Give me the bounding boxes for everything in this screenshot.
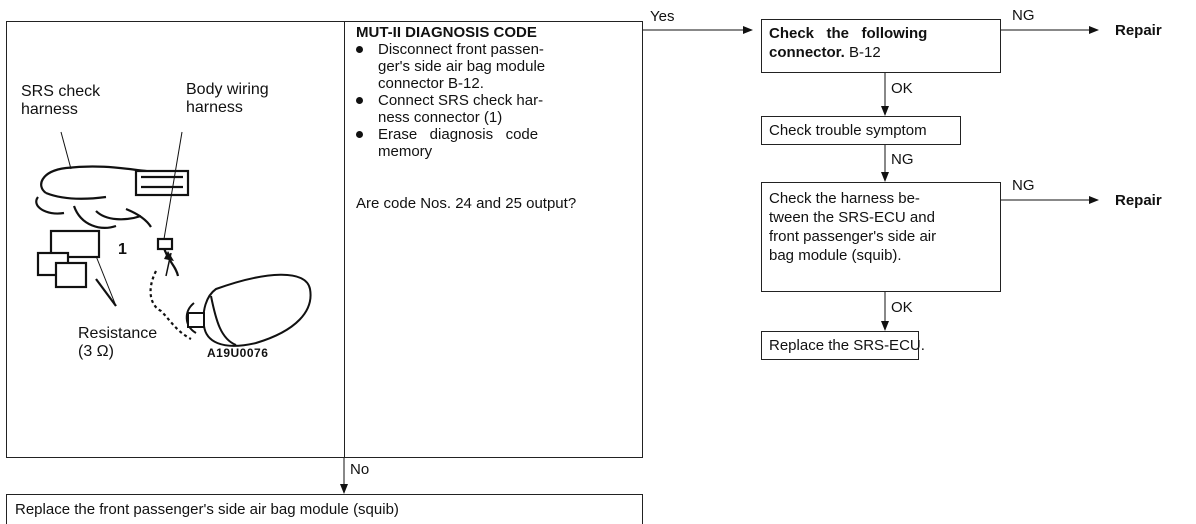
ng-label-3: NG — [1012, 177, 1035, 194]
diagnosis-title: MUT-II DIAGNOSIS CODE — [356, 24, 537, 41]
check-connector-box — [761, 19, 1001, 73]
ng-label-1: NG — [1012, 7, 1035, 24]
ok-label-2: OK — [891, 299, 913, 316]
trouble-symptom-text: Check trouble symptom — [769, 122, 927, 139]
diagnosis-panel — [6, 21, 643, 458]
replace-module-text: Replace the front passenger's side air b… — [15, 501, 399, 518]
connector-number-label: 1 — [118, 241, 127, 258]
ng-label-2: NG — [891, 151, 914, 168]
diagnosis-step: Disconnect front passen- ger's side air … — [351, 41, 545, 92]
check-harness-box — [761, 182, 1001, 292]
no-label: No — [350, 461, 370, 478]
replace-ecu-box — [761, 331, 919, 360]
diagnosis-question: Are code Nos. 24 and 25 output? — [356, 195, 577, 212]
panel-divider — [344, 21, 345, 458]
check-harness-text: Check the harness be- tween the SRS-ECU … — [769, 190, 937, 264]
repair-label-1: Repair — [1115, 22, 1162, 39]
resistance-label: Resistance (3 Ω) — [78, 325, 158, 360]
repair-label-2: Repair — [1115, 192, 1162, 209]
diagnosis-step: Connect SRS check har- ness connector (1… — [351, 92, 545, 126]
harness-illustration — [35, 131, 312, 347]
ok-label-1: OK — [891, 80, 913, 97]
check-connector-line1: Check the following — [769, 25, 928, 42]
diagnosis-steps: Disconnect front passen- ger's side air … — [351, 41, 545, 160]
figure-id: A19U0076 — [207, 346, 269, 360]
trouble-symptom-box — [761, 116, 961, 145]
srs-check-harness-label: SRS check harness — [21, 83, 101, 118]
yes-label: Yes — [650, 8, 675, 25]
replace-ecu-text: Replace the SRS-ECU. — [769, 337, 925, 354]
replace-module-box — [6, 494, 643, 524]
body-wiring-harness-label: Body wiring harness — [186, 81, 269, 116]
diagnosis-step: Erase diagnosis code memory — [351, 126, 545, 160]
check-connector-line2: connector. B-12 — [769, 44, 881, 61]
harness-figure — [6, 21, 344, 458]
